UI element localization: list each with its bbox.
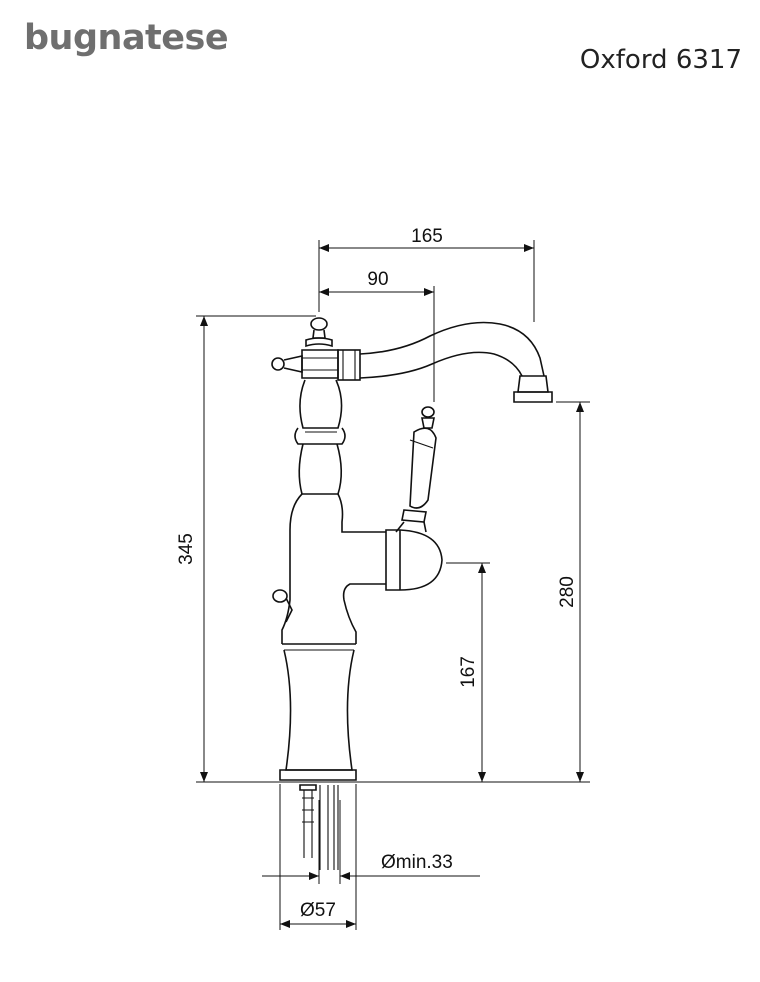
dim-165-label: 165	[411, 226, 443, 247]
dim-167-label: 167	[458, 656, 479, 688]
dim-hole-diameter-label: Ømin.33	[381, 852, 453, 873]
dim-base-diameter-label: Ø57	[300, 900, 336, 921]
brand-logo: bugnatese	[24, 18, 229, 58]
dimension-lines	[196, 240, 590, 930]
dim-345-label: 345	[176, 533, 197, 565]
faucet-outline	[271, 317, 553, 870]
dim-90-label: 90	[367, 269, 388, 290]
model-title: Oxford 6317	[579, 45, 742, 75]
dim-280-label: 280	[557, 576, 578, 608]
